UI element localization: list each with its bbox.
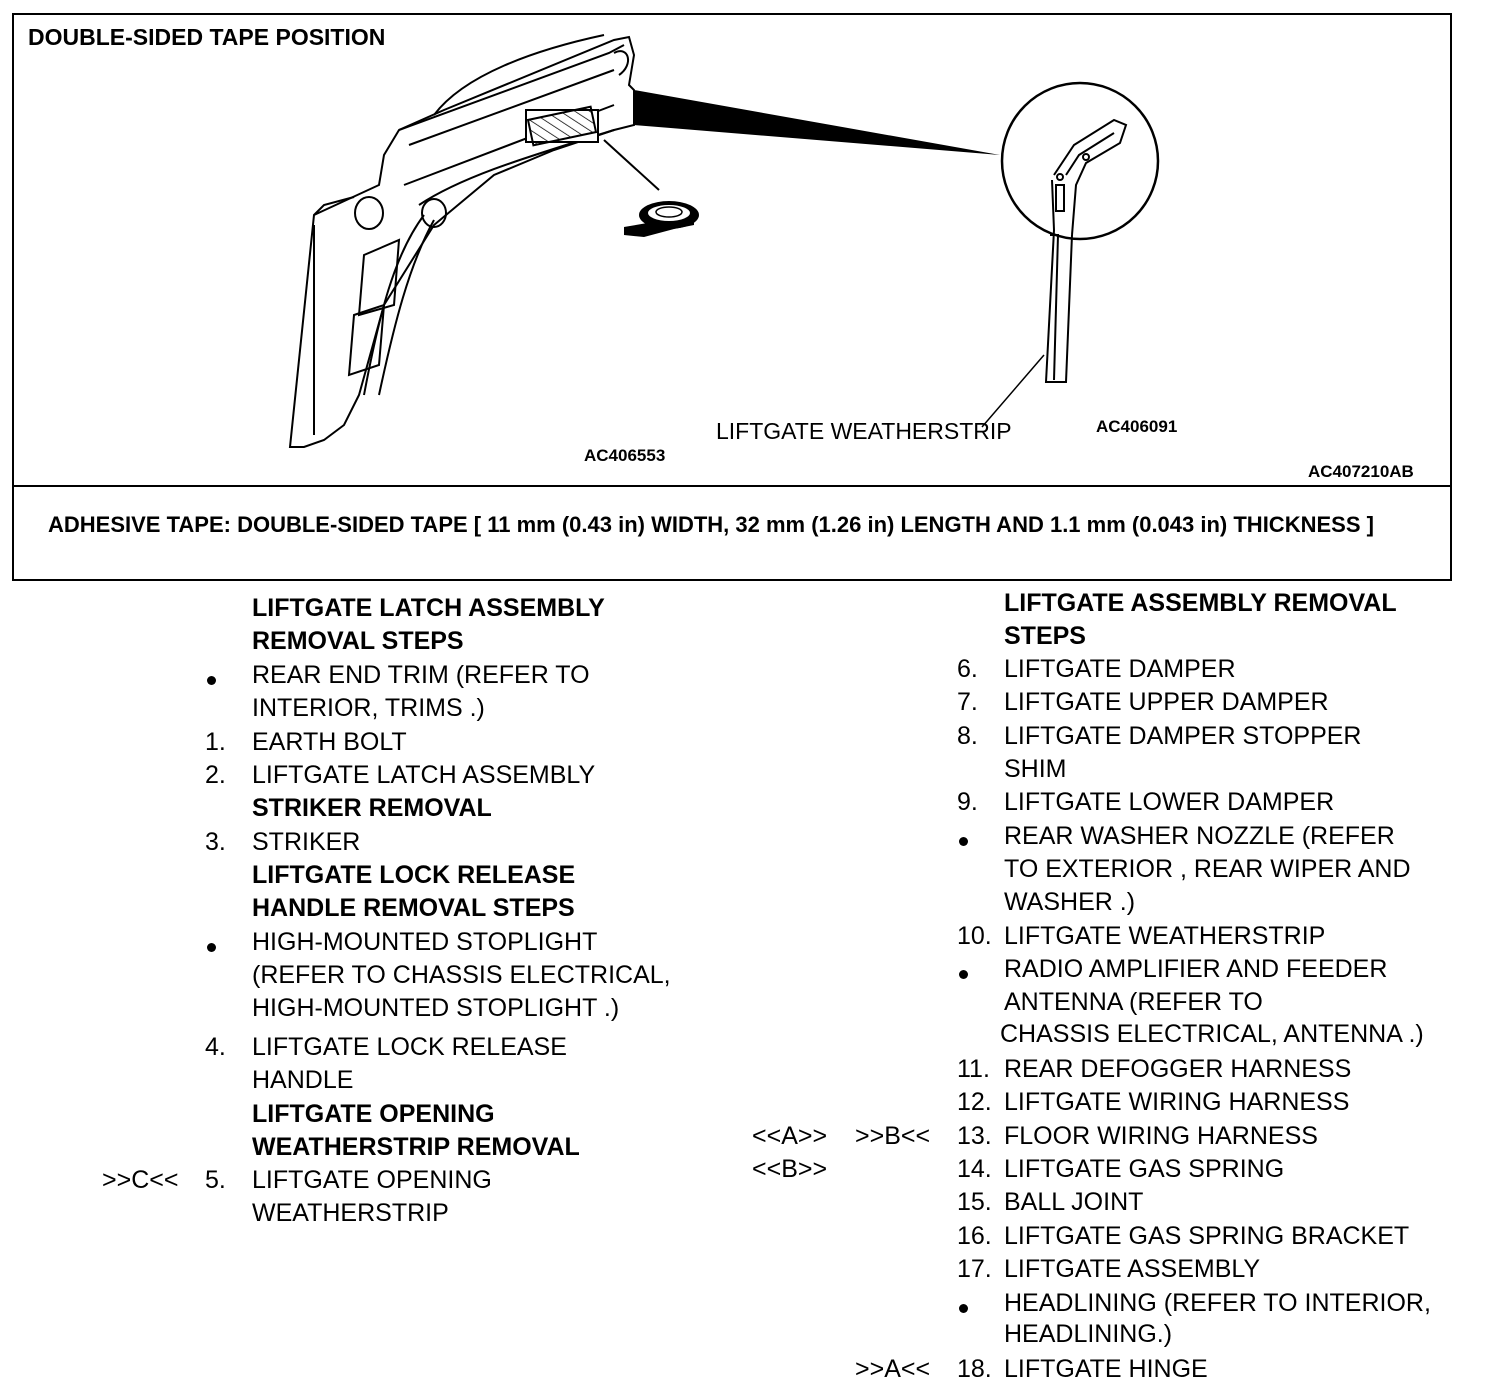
heading-latch-2: REMOVAL STEPS xyxy=(252,627,464,655)
heading-assembly-2: STEPS xyxy=(1004,622,1086,650)
item-number: 9. xyxy=(957,788,978,816)
figure-label-main: AC407210AB xyxy=(1308,462,1414,481)
ref-c: >>C<< xyxy=(102,1166,179,1194)
weatherstrip-caption: LIFTGATE WEATHERSTRIP xyxy=(716,418,1012,444)
figure-box: DOUBLE-SIDED TAPE POSITION LIFTGATE WEAT… xyxy=(12,13,1452,581)
figure-divider xyxy=(14,485,1450,487)
item-number: 8. xyxy=(957,722,978,750)
item-opening-ws-2: WEATHERSTRIP xyxy=(252,1199,449,1227)
adhesive-note: ADHESIVE TAPE: DOUBLE-SIDED TAPE [ 11 mm… xyxy=(48,512,1374,537)
item-number: 12. xyxy=(957,1088,992,1116)
ref-a-removal: <<A>> xyxy=(752,1122,828,1150)
tape-roll-icon xyxy=(624,201,699,237)
bullet-icon xyxy=(207,676,216,685)
item-number: 11. xyxy=(957,1055,990,1083)
figure-label-left: AC406553 xyxy=(584,446,666,465)
item-lock-release-1: LIFTGATE LOCK RELEASE xyxy=(252,1033,567,1061)
heading-striker: STRIKER REMOVAL xyxy=(252,794,492,822)
left-bullet1-line1: REAR END TRIM (REFER TO xyxy=(252,661,590,689)
heading-opening-ws-1: LIFTGATE OPENING xyxy=(252,1100,495,1128)
item-damper: LIFTGATE DAMPER xyxy=(1004,655,1236,683)
item-number: 2. xyxy=(205,761,226,789)
item-number: 10. xyxy=(957,922,992,950)
right-bullet1-line3: WASHER .) xyxy=(1004,888,1136,916)
left-bullet1-line2: INTERIOR, TRIMS .) xyxy=(252,694,485,722)
right-bullet3-line1: HEADLINING (REFER TO INTERIOR, xyxy=(1004,1289,1431,1317)
item-number: 17. xyxy=(957,1255,992,1283)
item-number: 16. xyxy=(957,1222,992,1250)
right-bullet2-line1: RADIO AMPLIFIER AND FEEDER xyxy=(1004,955,1388,983)
item-number: 13. xyxy=(957,1122,992,1150)
figure-label-right: AC406091 xyxy=(1096,417,1178,436)
item-earth-bolt: EARTH BOLT xyxy=(252,728,407,756)
bullet-icon xyxy=(959,1304,968,1313)
item-upper-damper: LIFTGATE UPPER DAMPER xyxy=(1004,688,1329,716)
item-damper-stopper-1: LIFTGATE DAMPER STOPPER xyxy=(1004,722,1362,750)
left-bullet2-line1: HIGH-MOUNTED STOPLIGHT xyxy=(252,928,598,956)
item-lower-damper: LIFTGATE LOWER DAMPER xyxy=(1004,788,1335,816)
liftgate-panel-drawing xyxy=(288,34,636,448)
item-weatherstrip: LIFTGATE WEATHERSTRIP xyxy=(1004,922,1326,950)
item-lock-release-2: HANDLE xyxy=(252,1066,354,1094)
bullet-icon xyxy=(959,837,968,846)
heading-latch-1: LIFTGATE LATCH ASSEMBLY xyxy=(252,594,605,622)
item-ball-joint: BALL JOINT xyxy=(1004,1188,1144,1216)
item-number: 1. xyxy=(205,728,226,756)
leader-line xyxy=(603,139,660,191)
left-bullet2-line2: (REFER TO CHASSIS ELECTRICAL, xyxy=(252,961,671,989)
item-striker: STRIKER xyxy=(252,828,361,856)
bullet-icon xyxy=(959,970,968,979)
left-bullet2-line3: HIGH-MOUNTED STOPLIGHT .) xyxy=(252,994,620,1022)
weatherstrip-drawing xyxy=(1044,118,1128,383)
tape-location-hatch xyxy=(526,105,598,147)
detail-circle xyxy=(1000,81,1160,241)
heading-lock-release-1: LIFTGATE LOCK RELEASE xyxy=(252,861,576,889)
right-bullet1-line2: TO EXTERIOR , REAR WIPER AND xyxy=(1004,855,1411,883)
caption-leader xyxy=(981,354,1045,428)
item-defogger-harness: REAR DEFOGGER HARNESS xyxy=(1004,1055,1352,1083)
heading-opening-ws-2: WEATHERSTRIP REMOVAL xyxy=(252,1133,580,1161)
item-number: 15. xyxy=(957,1188,992,1216)
item-gas-spring: LIFTGATE GAS SPRING xyxy=(1004,1155,1285,1183)
item-latch-assembly: LIFTGATE LATCH ASSEMBLY xyxy=(252,761,596,789)
tape-position-illustration xyxy=(288,34,1160,448)
heading-lock-release-2: HANDLE REMOVAL STEPS xyxy=(252,894,575,922)
item-number: 7. xyxy=(957,688,978,716)
item-floor-harness: FLOOR WIRING HARNESS xyxy=(1004,1122,1318,1150)
item-number: 5. xyxy=(205,1166,226,1194)
right-bullet2-line3: CHASSIS ELECTRICAL, ANTENNA .) xyxy=(1000,1020,1424,1048)
item-wiring-harness: LIFTGATE WIRING HARNESS xyxy=(1004,1088,1350,1116)
item-damper-stopper-2: SHIM xyxy=(1004,755,1067,783)
ref-b-install: >>B<< xyxy=(855,1122,931,1150)
heading-assembly-1: LIFTGATE ASSEMBLY REMOVAL xyxy=(1004,589,1397,617)
ref-a-install: >>A<< xyxy=(855,1355,931,1383)
item-number: 14. xyxy=(957,1155,992,1183)
zoom-beam xyxy=(634,90,1000,155)
figure-title: DOUBLE-SIDED TAPE POSITION xyxy=(28,24,386,50)
item-opening-ws-1: LIFTGATE OPENING xyxy=(252,1166,492,1194)
item-liftgate-assembly: LIFTGATE ASSEMBLY xyxy=(1004,1255,1261,1283)
item-gas-spring-bracket: LIFTGATE GAS SPRING BRACKET xyxy=(1004,1222,1410,1250)
item-number: 18. xyxy=(957,1355,992,1383)
item-number: 6. xyxy=(957,655,978,683)
bullet-icon xyxy=(207,943,216,952)
right-bullet2-line2: ANTENNA (REFER TO xyxy=(1004,988,1263,1016)
ref-b-removal: <<B>> xyxy=(752,1155,828,1183)
right-bullet1-line1: REAR WASHER NOZZLE (REFER xyxy=(1004,822,1395,850)
item-hinge: LIFTGATE HINGE xyxy=(1004,1355,1208,1383)
item-number: 3. xyxy=(205,828,226,856)
right-bullet3-line2: HEADLINING.) xyxy=(1004,1320,1173,1348)
item-number: 4. xyxy=(205,1033,226,1061)
